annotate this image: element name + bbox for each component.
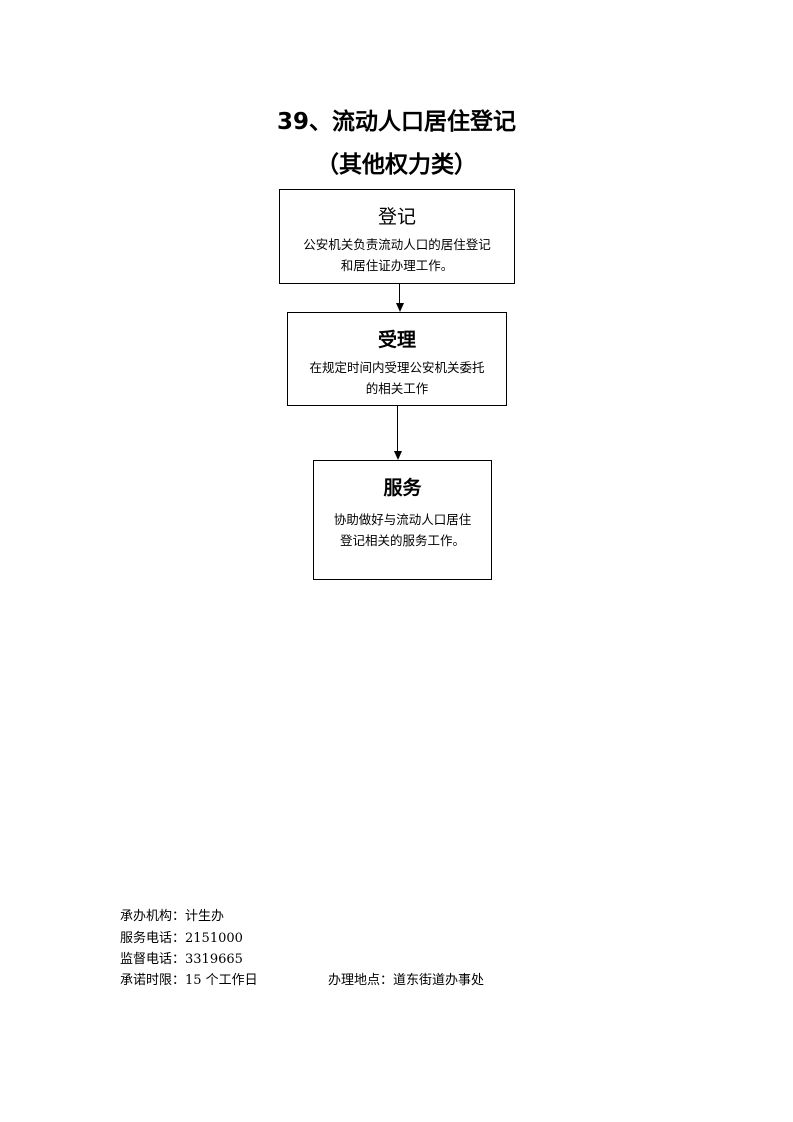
footer-agency: 承办机构：计生办	[120, 909, 225, 924]
arrow-line	[397, 406, 399, 452]
step-heading: 服务	[383, 477, 422, 499]
step-desc-line: 登记相关的服务工作。	[339, 533, 465, 548]
step-heading: 登记	[377, 206, 416, 228]
step-desc-line: 的相关工作	[365, 381, 429, 396]
footer-supervision-phone: 监督电话：3319665	[120, 952, 243, 967]
arrow-head-icon	[396, 303, 404, 312]
step-desc-line: 协助做好与流动人口居住	[333, 512, 472, 527]
arrow-head-icon	[394, 451, 402, 460]
footer-time-limit: 承诺时限：15 个工作日	[120, 973, 258, 988]
page-title: 39、流动人口居住登记	[276, 109, 516, 135]
page-subtitle: （其他权力类）	[316, 152, 477, 178]
step-box-accept: 受理 在规定时间内受理公安机关委托的相关工作	[287, 312, 507, 406]
step-desc-line: 和居住证办理工作。	[340, 258, 454, 273]
step-desc-line: 公安机关负责流动人口的居住登记	[303, 237, 491, 252]
step-box-register: 登记 公安机关负责流动人口的居住登记和居住证办理工作。	[279, 189, 515, 284]
step-box-service: 服务 协助做好与流动人口居住登记相关的服务工作。	[313, 460, 492, 580]
footer-service-phone: 服务电话：2151000	[120, 931, 243, 946]
footer-location: 办理地点：道东街道办事处	[328, 973, 485, 988]
step-heading: 受理	[377, 329, 416, 351]
arrow-line	[399, 284, 401, 304]
step-desc-line: 在规定时间内受理公安机关委托	[309, 360, 485, 375]
